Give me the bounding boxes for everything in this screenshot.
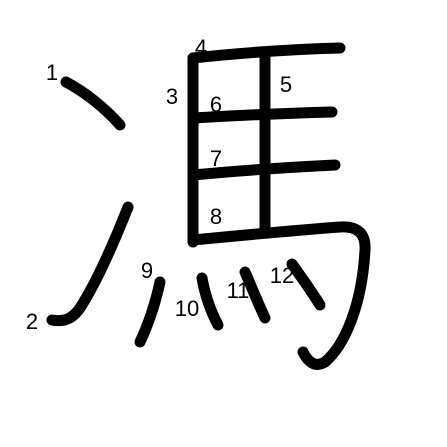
stroke-number-2: 2 xyxy=(26,309,38,334)
stroke-10 xyxy=(196,272,224,331)
stroke-number-7: 7 xyxy=(210,146,222,171)
stroke-number-12: 12 xyxy=(270,263,294,288)
stroke-7 xyxy=(187,159,341,181)
character-strokes xyxy=(46,42,371,370)
stroke-number-10: 10 xyxy=(175,296,199,321)
stroke-11 xyxy=(239,266,271,324)
stroke-2 xyxy=(46,201,134,327)
stroke-4 xyxy=(187,42,346,64)
stroke-number-8: 8 xyxy=(210,204,222,229)
stroke-8 xyxy=(187,221,371,370)
stroke-number-6: 6 xyxy=(210,92,222,117)
stroke-number-11: 11 xyxy=(227,278,250,303)
stroke-number-3: 3 xyxy=(166,84,178,109)
stroke-6 xyxy=(187,106,338,124)
stroke-numbers: 1 2 3 4 5 6 7 8 9 10 11 12 xyxy=(26,35,294,334)
stroke-9 xyxy=(134,276,166,348)
stroke-number-4: 4 xyxy=(195,35,207,60)
stroke-number-9: 9 xyxy=(141,258,153,283)
stroke-number-1: 1 xyxy=(46,60,58,85)
stroke-number-5: 5 xyxy=(280,72,292,97)
stroke-12 xyxy=(286,258,326,311)
stroke-1 xyxy=(60,76,126,131)
